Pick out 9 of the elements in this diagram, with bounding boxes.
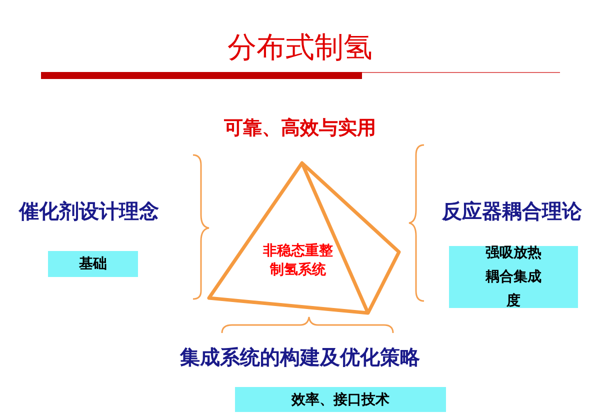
subtitle: 可靠、高效与实用 — [224, 116, 376, 141]
pyramid-label: 非稳态重整制氢系统 — [262, 242, 334, 280]
text-box: 强吸放热耦合集成度 — [449, 246, 578, 308]
heading: 催化剂设计理念 — [19, 198, 159, 225]
text-box: 基础 — [48, 251, 138, 277]
text-box: 效率、接口技术 — [235, 387, 446, 412]
heading: 反应器耦合理论 — [442, 198, 582, 225]
title: 分布式制氢 — [228, 29, 372, 66]
heading: 集成系统的构建及优化策略 — [180, 344, 420, 371]
